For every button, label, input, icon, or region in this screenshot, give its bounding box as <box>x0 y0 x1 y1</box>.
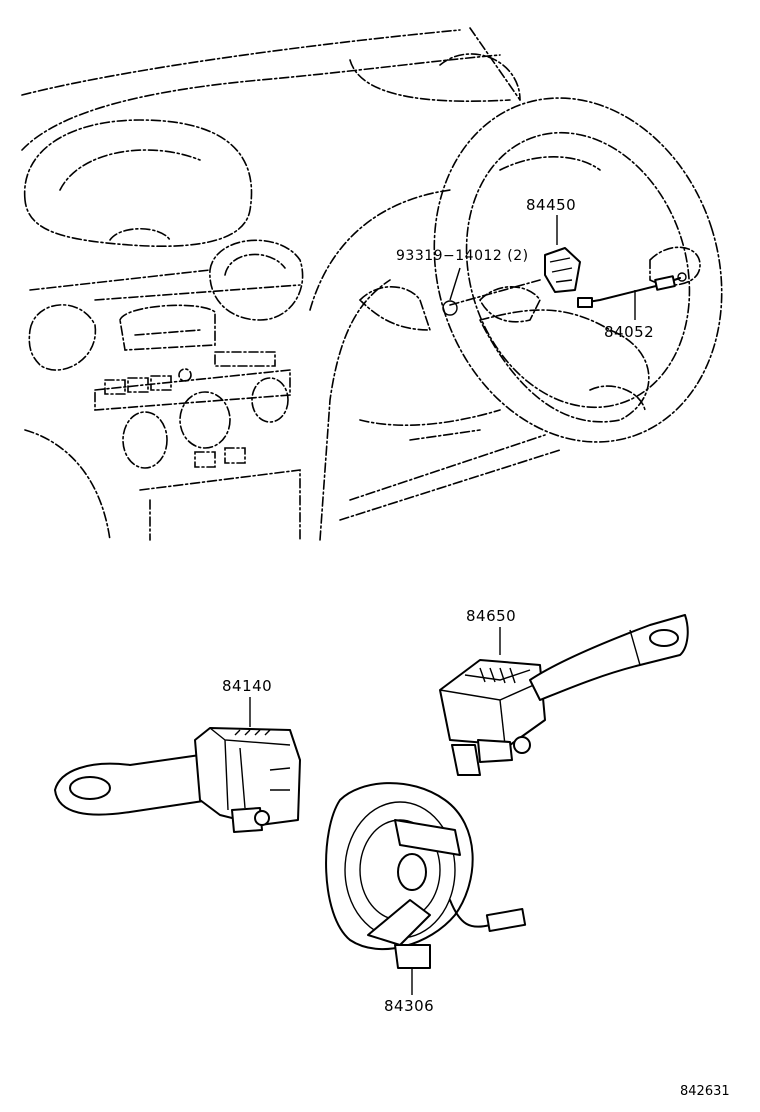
part-label-84306: 84306 <box>384 997 435 1015</box>
part-label-84650: 84650 <box>466 607 517 625</box>
part-label-84052: 84052 <box>604 323 655 341</box>
part-label-84140: 84140 <box>222 677 273 695</box>
part-label-84450: 84450 <box>526 196 577 214</box>
dashboard-outline <box>21 27 723 541</box>
leader-lines-top <box>442 215 636 320</box>
part-label-93319: 93319−14012 (2) <box>396 248 529 264</box>
screw-icon <box>442 300 458 316</box>
wiper-switch-part <box>439 614 689 776</box>
wire-harness-part <box>577 272 687 308</box>
horn-contact-part <box>544 247 581 293</box>
spiral-cable-part <box>325 782 527 995</box>
illustration-code: 842631 <box>680 1084 730 1099</box>
turn-signal-switch-part <box>54 697 301 833</box>
